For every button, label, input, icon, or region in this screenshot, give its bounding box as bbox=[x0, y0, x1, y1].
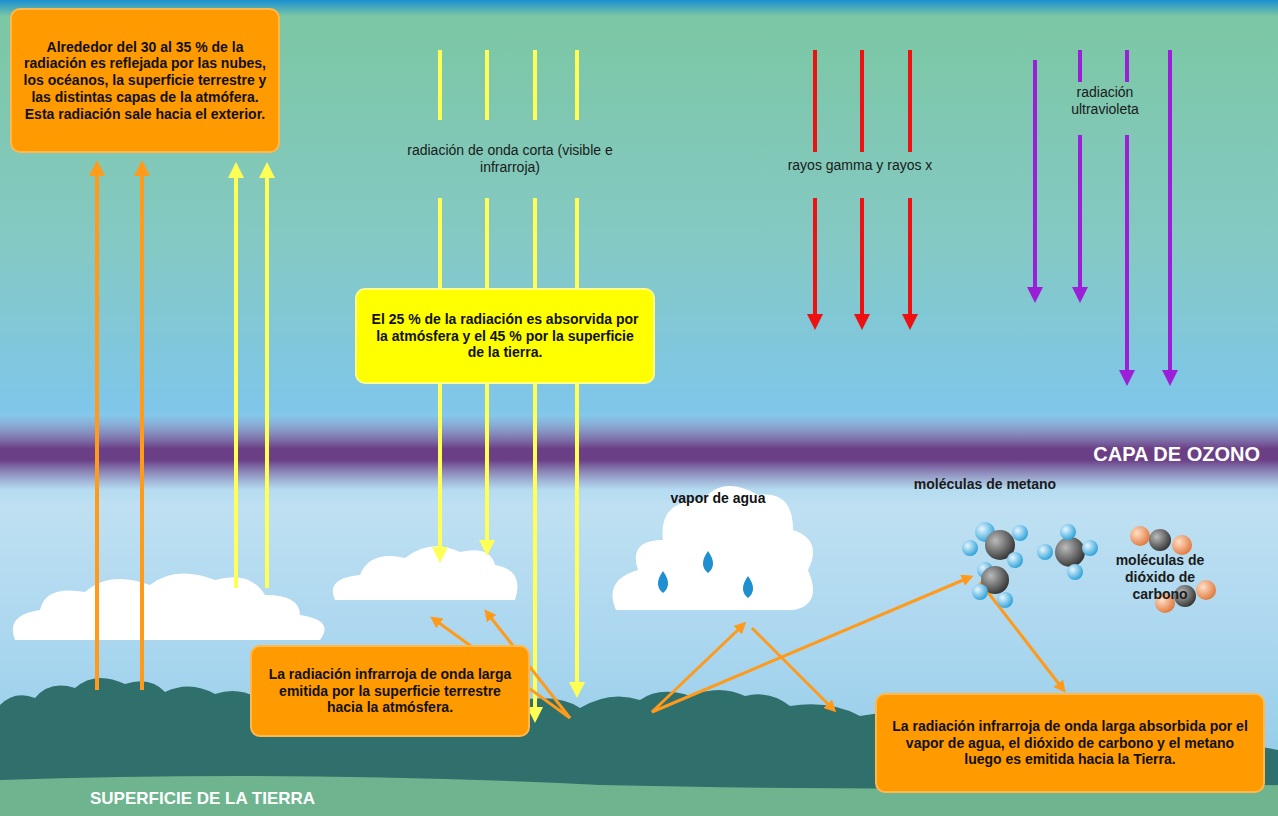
figure-label: moléculas de dióxido de carbono bbox=[1100, 552, 1220, 602]
note-box: Alrededor del 30 al 35 % de la radiación… bbox=[10, 8, 280, 153]
figure-label: moléculas de metano bbox=[895, 476, 1075, 493]
figure-label: CAPA DE OZONO bbox=[960, 442, 1260, 466]
note-box: El 25 % de la radiación es absorvida por… bbox=[355, 288, 655, 384]
note-text: El 25 % de la radiación es absorvida por… bbox=[357, 305, 653, 367]
cloud-label: vapor de agua bbox=[667, 488, 770, 509]
note-text: Alrededor del 30 al 35 % de la radiación… bbox=[12, 33, 278, 129]
figure-label: SUPERFICIE DE LA TIERRA bbox=[90, 789, 420, 809]
note-box: La radiación infrarroja de onda larga ab… bbox=[875, 693, 1265, 793]
note-text: La radiación infrarroja de onda larga em… bbox=[252, 660, 528, 722]
cloud-shape: vapor de agua bbox=[608, 470, 818, 620]
note-text: La radiación infrarroja de onda larga ab… bbox=[877, 712, 1263, 774]
figure-label: rayos gamma y rayos x bbox=[780, 157, 940, 174]
figure-label: radiación ultravioleta bbox=[1050, 84, 1160, 118]
figure-label: radiación de onda corta (visible e infra… bbox=[395, 142, 625, 176]
note-box: La radiación infrarroja de onda larga em… bbox=[250, 645, 530, 737]
